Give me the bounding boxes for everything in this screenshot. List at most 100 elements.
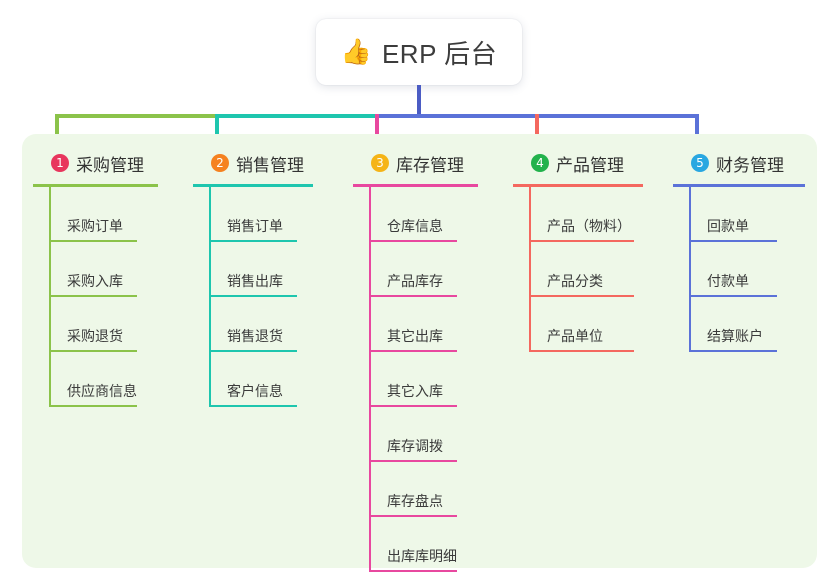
branch-item-label: 销售订单 (227, 218, 283, 234)
branch-item-rule (529, 295, 634, 297)
branch-spine (49, 187, 51, 407)
branch-number-badge: 2 (211, 154, 229, 172)
branch-body: 回款单付款单结算账户 (689, 187, 831, 352)
branch-header-2[interactable]: 2 销售管理 (193, 148, 351, 178)
branch-number-badge: 5 (691, 154, 709, 172)
branch-item-label: 销售出库 (227, 273, 283, 289)
branch-item-rule (209, 350, 297, 352)
branch-item[interactable]: 库存盘点 (369, 462, 511, 517)
branch-item-rule (49, 240, 137, 242)
branch-spine (369, 187, 371, 572)
branch-item-rule (49, 350, 137, 352)
branch-header-5[interactable]: 5 财务管理 (673, 148, 831, 178)
branch-header-rule (673, 184, 805, 187)
branch-body: 销售订单销售出库销售退货客户信息 (209, 187, 351, 407)
branch-header-rule (513, 184, 643, 187)
branch-item-label: 付款单 (707, 273, 749, 289)
branch-drop-3 (375, 114, 379, 146)
branch-title: 销售管理 (236, 155, 304, 175)
branch-spine (529, 187, 531, 352)
branch-item-rule (689, 350, 777, 352)
branch-title: 采购管理 (76, 155, 144, 175)
branch-drop-5 (695, 114, 699, 146)
branch-item-label: 采购订单 (67, 218, 123, 234)
branch-title: 库存管理 (396, 155, 464, 175)
bus-segment-1 (55, 114, 215, 118)
branch-column-3: 3 库存管理仓库信息产品库存其它出库其它入库库存调拨库存盘点出库库明细 (353, 148, 511, 572)
branch-item-label: 采购退货 (67, 328, 123, 344)
branch-number-badge: 4 (531, 154, 549, 172)
branch-item[interactable]: 采购退货 (49, 297, 191, 352)
root-node-card[interactable]: 👍 ERP 后台 (316, 19, 522, 85)
branch-item-rule (49, 405, 137, 407)
branch-number-badge: 3 (371, 154, 389, 172)
branch-column-2: 2 销售管理销售订单销售出库销售退货客户信息 (193, 148, 351, 407)
branch-body: 仓库信息产品库存其它出库其它入库库存调拨库存盘点出库库明细 (369, 187, 511, 572)
branch-item[interactable]: 销售订单 (209, 187, 351, 242)
branch-item[interactable]: 其它出库 (369, 297, 511, 352)
branch-item-rule (529, 240, 634, 242)
bus-segment-3 (375, 114, 535, 118)
branch-header-rule (33, 184, 158, 187)
branch-item-label: 产品（物料） (547, 218, 631, 234)
branch-item-rule (49, 295, 137, 297)
branch-item[interactable]: 采购入库 (49, 242, 191, 297)
branch-item[interactable]: 销售出库 (209, 242, 351, 297)
branch-item-rule (369, 570, 457, 572)
root-stem-connector (417, 85, 421, 116)
branch-item-label: 供应商信息 (67, 383, 137, 399)
branch-item-rule (209, 405, 297, 407)
branch-item-label: 仓库信息 (387, 218, 443, 234)
branch-item-label: 回款单 (707, 218, 749, 234)
branch-item[interactable]: 产品（物料） (529, 187, 671, 242)
branch-body: 采购订单采购入库采购退货供应商信息 (49, 187, 191, 407)
branch-item[interactable]: 客户信息 (209, 352, 351, 407)
branch-header-rule (193, 184, 313, 187)
branch-item-label: 其它入库 (387, 383, 443, 399)
branch-item-rule (209, 240, 297, 242)
root-node-title: ERP 后台 (381, 38, 498, 69)
branch-item[interactable]: 产品库存 (369, 242, 511, 297)
bus-segment-2 (215, 114, 375, 118)
branch-item[interactable]: 产品分类 (529, 242, 671, 297)
branch-drop-1 (55, 114, 59, 146)
branch-item[interactable]: 仓库信息 (369, 187, 511, 242)
bus-segment-4 (535, 114, 695, 118)
branch-item-rule (369, 515, 457, 517)
branch-item[interactable]: 结算账户 (689, 297, 831, 352)
branch-drop-4 (535, 114, 539, 146)
branch-item-label: 库存盘点 (387, 493, 443, 509)
branch-item[interactable]: 采购订单 (49, 187, 191, 242)
branch-column-5: 5 财务管理回款单付款单结算账户 (673, 148, 831, 352)
branch-item-rule (369, 240, 457, 242)
branch-item-label: 销售退货 (227, 328, 283, 344)
branch-item[interactable]: 供应商信息 (49, 352, 191, 407)
branch-header-3[interactable]: 3 库存管理 (353, 148, 511, 178)
branch-title: 财务管理 (716, 155, 784, 175)
branch-item[interactable]: 其它入库 (369, 352, 511, 407)
branch-item-rule (369, 295, 457, 297)
branch-body: 产品（物料） 产品分类产品单位 (529, 187, 671, 352)
branch-item[interactable]: 付款单 (689, 242, 831, 297)
branch-item-rule (369, 350, 457, 352)
branch-item-rule (209, 295, 297, 297)
branch-drop-2 (215, 114, 219, 146)
branch-spine (209, 187, 211, 407)
branch-item-label: 采购入库 (67, 273, 123, 289)
branch-item-rule (689, 295, 777, 297)
branch-item-label: 库存调拨 (387, 438, 443, 454)
branch-item[interactable]: 产品单位 (529, 297, 671, 352)
branch-item[interactable]: 回款单 (689, 187, 831, 242)
branch-item-label: 客户信息 (227, 383, 283, 399)
branch-item-rule (369, 460, 457, 462)
branch-item[interactable]: 库存调拨 (369, 407, 511, 462)
branch-item-rule (369, 405, 457, 407)
branch-item[interactable]: 出库库明细 (369, 517, 511, 572)
branch-item[interactable]: 销售退货 (209, 297, 351, 352)
branch-item-label: 其它出库 (387, 328, 443, 344)
branch-item-label: 出库库明细 (387, 548, 457, 564)
